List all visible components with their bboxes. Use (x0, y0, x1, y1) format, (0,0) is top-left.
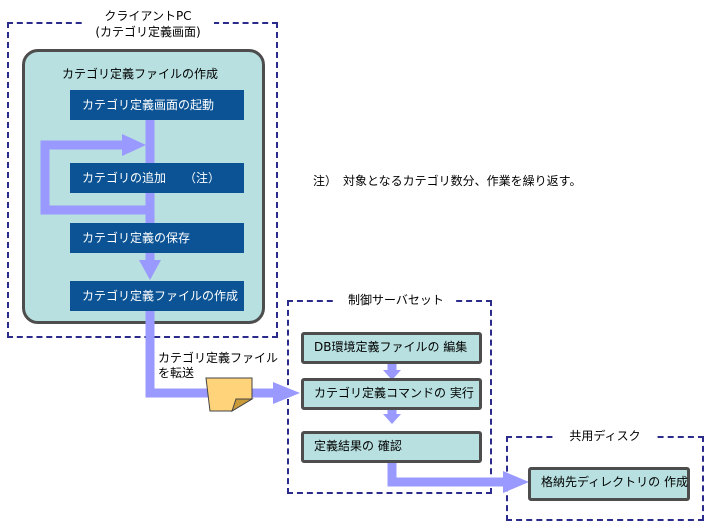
arrowhead-to-server (273, 382, 300, 404)
shared-disk-title: 共用ディスク (554, 428, 656, 444)
arrowhead-to-disk (503, 471, 529, 493)
repeat-note: 注） 対象となるカテゴリ数分、作業を繰り返す。 (313, 174, 582, 188)
panel-title: カテゴリ定義ファイルの作成 (62, 67, 219, 81)
arrowhead-loop (122, 134, 146, 156)
file-document-icon (205, 377, 254, 413)
control-server-title: 制御サーバセット (336, 292, 456, 308)
flow-line-loop (40, 140, 150, 215)
arrowhead-client-end (139, 260, 161, 280)
client-pc-title: クライアントPC (カテゴリ定義画面) (82, 8, 214, 40)
step-create-definition-file: カテゴリ定義ファイルの作成 (70, 281, 244, 311)
flow-line-disk (387, 460, 505, 487)
step-check-results: 定義結果の 確認 (301, 431, 482, 463)
step-save-definition: カテゴリ定義の保存 (70, 223, 244, 253)
step-add-category: カテゴリの追加 （注） (70, 163, 244, 193)
client-pc-title-line1: クライアントPC (104, 9, 192, 23)
client-pc-title-line2: (カテゴリ定義画面) (95, 25, 201, 39)
transfer-label-line1: カテゴリ定義ファイル (158, 351, 279, 365)
step-edit-db-env-file: DB環境定義ファイルの 編集 (301, 332, 482, 364)
transfer-label-line2: を転送 (158, 366, 195, 380)
step-run-category-command: カテゴリ定義コマンドの 実行 (301, 378, 482, 410)
step-launch-definition-screen: カテゴリ定義画面の起動 (70, 90, 244, 120)
transfer-label: カテゴリ定義ファイル を転送 (158, 351, 278, 381)
arrowhead-server-2 (383, 414, 401, 424)
arrowhead-server-1 (383, 370, 401, 380)
step-create-storage-directory: 格納先ディレクトリの 作成 (528, 467, 690, 501)
